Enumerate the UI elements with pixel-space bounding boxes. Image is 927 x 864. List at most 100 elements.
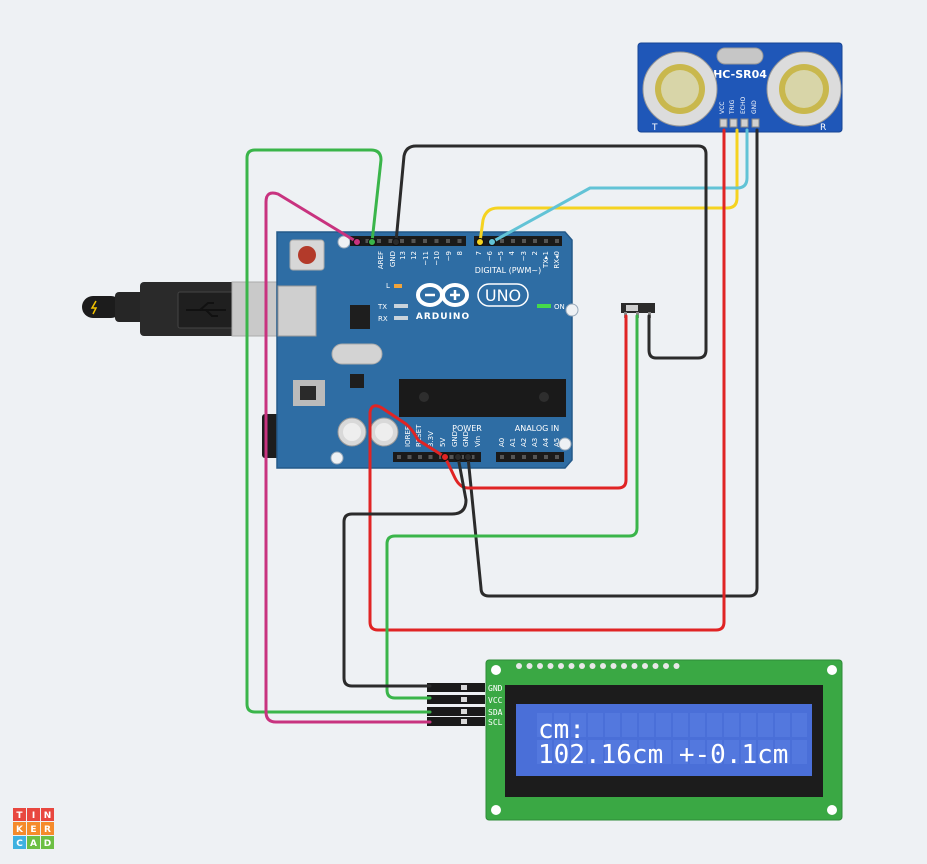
wire-red-switch[interactable] — [443, 314, 628, 490]
header-hole[interactable] — [522, 455, 526, 459]
header-hole[interactable] — [470, 455, 475, 459]
sensor-pin[interactable] — [740, 118, 749, 128]
lcd-pin-label: VCC — [488, 696, 503, 705]
header-hole[interactable] — [411, 239, 416, 243]
tx-label: TX — [377, 303, 387, 311]
header-hole[interactable] — [522, 239, 526, 243]
lcd-top-pin — [558, 663, 564, 669]
header-hole[interactable] — [446, 239, 450, 243]
lcd-pin-label: SDA — [488, 708, 503, 717]
lcd-cell — [537, 740, 552, 764]
header-hole[interactable] — [457, 239, 462, 243]
header-hole[interactable] — [400, 239, 404, 243]
header-hole[interactable] — [418, 455, 422, 459]
power-header — [393, 452, 481, 462]
lcd-i2c-pin[interactable] — [427, 717, 485, 726]
sensor-pin[interactable] — [719, 118, 728, 128]
digital-pin-label: ~3 — [520, 251, 528, 261]
analog-pin-label: A4 — [542, 437, 550, 447]
lcd-cell — [724, 740, 739, 764]
lcd-cell — [792, 713, 807, 737]
digital-pin-label: 12 — [410, 251, 418, 260]
transmitter-transducer — [642, 51, 718, 127]
header-hole[interactable] — [555, 455, 559, 459]
lcd-cell — [673, 740, 688, 764]
lcd-top-pin — [568, 663, 575, 669]
crystal — [331, 343, 383, 365]
header-hole[interactable] — [397, 455, 401, 459]
header-hole[interactable] — [544, 239, 548, 243]
arduino-logo-icon — [416, 283, 469, 307]
lcd-cell — [588, 740, 603, 764]
header-hole[interactable] — [434, 239, 439, 243]
wire-black-lcd-gnd[interactable] — [342, 455, 468, 688]
header-hole[interactable] — [511, 239, 515, 243]
sensor-pin[interactable] — [729, 118, 738, 128]
header-hole[interactable] — [428, 455, 433, 459]
tinkercad-logo-tile — [41, 836, 54, 849]
on-led — [537, 304, 551, 308]
header-hole[interactable] — [365, 239, 370, 243]
digital-pin-label: GND — [389, 251, 397, 267]
lcd-cell — [554, 740, 569, 764]
wire-magenta-scl[interactable] — [264, 191, 432, 724]
header-hole[interactable] — [449, 455, 454, 459]
arduino-brand-label: ARDUINO — [416, 312, 470, 322]
lcd-cell — [622, 713, 637, 737]
tinkercad-logo-letter: N — [44, 811, 52, 821]
reset-button[interactable] — [289, 239, 325, 271]
capacitor-2 — [369, 417, 399, 447]
on-label: ON — [554, 303, 565, 311]
lcd-top-pin — [516, 663, 522, 669]
small-chip — [350, 374, 364, 388]
digital-header-label: DIGITAL (PWM~) — [475, 266, 541, 275]
l-led — [394, 284, 402, 288]
lcd-line-1: cm: — [538, 715, 585, 745]
tinkercad-logo-tile — [41, 808, 54, 821]
wire-red-sensor-vcc[interactable] — [368, 128, 726, 632]
header-hole[interactable] — [500, 455, 504, 459]
header-hole[interactable] — [511, 455, 515, 459]
lcd-cell — [775, 713, 790, 737]
lcd-top-pin — [673, 663, 680, 669]
header-hole[interactable] — [544, 455, 548, 459]
digital-pin-label: ~6 — [486, 250, 494, 261]
tinkercad-logo-letter: E — [30, 825, 36, 835]
header-hole[interactable] — [423, 239, 427, 243]
header-hole[interactable] — [388, 239, 393, 243]
lcd-cell — [724, 713, 739, 737]
wire-black-gnd-switch[interactable] — [394, 144, 708, 360]
digital-pin-label: 2 — [531, 251, 539, 255]
lcd-top-pin — [663, 663, 669, 669]
digital-pin-label: ~11 — [422, 251, 430, 266]
header-hole[interactable] — [533, 239, 537, 243]
tinkercad-logo-tile — [27, 808, 40, 821]
digital-pin-label: ~5 — [497, 251, 505, 261]
lcd-i2c-pin[interactable] — [427, 683, 485, 692]
header-hole[interactable] — [377, 239, 381, 243]
lcd-i2c-pin[interactable] — [427, 695, 485, 704]
header-hole[interactable] — [500, 239, 504, 243]
tinkercad-logo-letter: I — [32, 811, 35, 821]
wire-green-sda[interactable] — [245, 148, 432, 714]
wires — [245, 128, 759, 724]
wire-green-switch-lcd[interactable] — [385, 314, 639, 700]
usb-icon — [186, 302, 226, 317]
power-pin-label: 5V — [439, 438, 447, 447]
power-pin-label: RESET — [415, 424, 423, 447]
tinkercad-logo-letter: K — [16, 825, 24, 835]
wire-yellow-trig[interactable] — [478, 128, 739, 244]
lcd-cell — [673, 713, 688, 737]
lcd-cell — [571, 713, 586, 737]
lcd-i2c-pin[interactable] — [427, 707, 485, 716]
wire-cyan-echo[interactable] — [490, 128, 749, 244]
header-hole[interactable] — [407, 455, 412, 459]
header-hole[interactable] — [555, 239, 559, 243]
wire-black-sensor-gnd[interactable] — [466, 128, 759, 598]
header-hole[interactable] — [533, 455, 537, 459]
sensor-pin[interactable] — [751, 118, 760, 128]
power-pin-label: GND — [451, 431, 459, 447]
